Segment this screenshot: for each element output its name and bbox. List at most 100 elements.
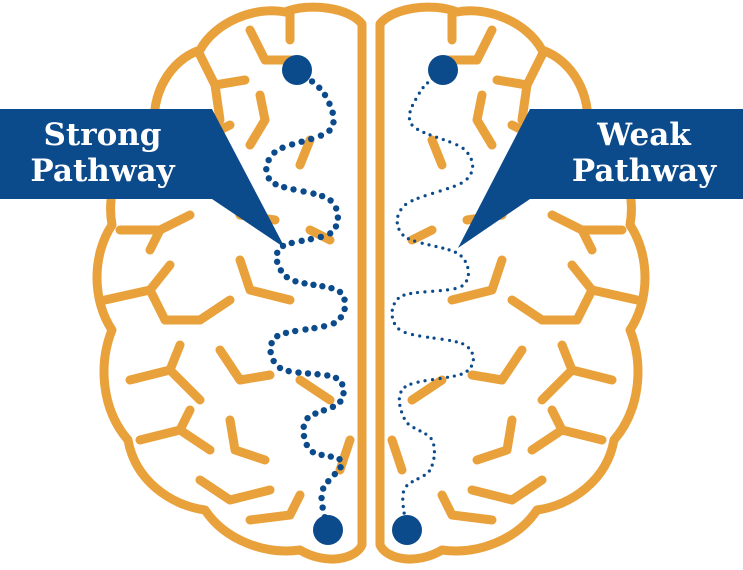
pathway-dot bbox=[303, 441, 310, 449]
pathway-dot bbox=[320, 323, 328, 330]
pathway-dot bbox=[410, 123, 414, 127]
pathway-dot bbox=[308, 78, 316, 85]
pathway-dot bbox=[417, 91, 421, 95]
pathway-dot bbox=[412, 426, 416, 430]
pathway-dot bbox=[452, 184, 456, 188]
pathway-dot bbox=[404, 202, 408, 207]
pathway-dot bbox=[395, 221, 399, 225]
weak-label-line1: Weak bbox=[597, 117, 691, 153]
pathway-dot bbox=[312, 410, 319, 417]
strong-label-line2: Pathway bbox=[30, 153, 175, 189]
strong-callout bbox=[0, 109, 285, 248]
weak-label-line2: Pathway bbox=[571, 153, 717, 189]
pathway-dot bbox=[466, 265, 470, 270]
pathway-dot bbox=[321, 91, 329, 99]
pathway-dot bbox=[410, 103, 415, 108]
pathway-dot bbox=[418, 334, 422, 338]
pathway-dot bbox=[465, 177, 469, 181]
pathway-dot bbox=[302, 326, 309, 333]
pathway-dot bbox=[300, 188, 307, 195]
pathway-dot bbox=[423, 290, 427, 294]
pathway-dot bbox=[469, 171, 473, 175]
pathway-dot bbox=[317, 233, 325, 241]
pathway-dot bbox=[283, 273, 291, 281]
pathway-dot bbox=[341, 296, 348, 303]
pathway-dot bbox=[415, 290, 420, 295]
pathway-dot bbox=[441, 246, 445, 250]
pathway-dot bbox=[432, 456, 436, 460]
pathway-dot bbox=[461, 146, 465, 150]
pathway-dot bbox=[298, 237, 305, 245]
pathway-dot bbox=[263, 165, 270, 173]
strong-pathway-label: Strong Pathway bbox=[0, 117, 205, 189]
right-hemisphere-outline bbox=[375, 2, 650, 564]
pathway-dot bbox=[285, 367, 292, 375]
pathway-dot bbox=[295, 369, 302, 376]
pathway-dot bbox=[402, 293, 406, 297]
pathway-dot bbox=[339, 381, 346, 388]
pathway-dot bbox=[316, 84, 323, 91]
pathway-dot bbox=[327, 197, 334, 204]
pathway-dot bbox=[337, 398, 344, 405]
pathway-dot bbox=[432, 450, 437, 454]
pathway-dot bbox=[325, 477, 332, 485]
pathway-dot bbox=[405, 484, 409, 488]
pathway-dot bbox=[272, 181, 279, 188]
pathway-dot bbox=[415, 127, 420, 131]
pathway-dot bbox=[336, 456, 343, 463]
pathway-dot bbox=[416, 477, 420, 481]
pathway-dot bbox=[273, 258, 281, 265]
pathway-dot bbox=[428, 133, 432, 137]
pathway-dot bbox=[320, 407, 328, 414]
pathway-dot bbox=[431, 289, 435, 293]
pathway-dot bbox=[413, 239, 417, 243]
pathway-dot bbox=[274, 332, 281, 340]
pathway-dot bbox=[332, 223, 340, 230]
pathway-dot bbox=[471, 164, 475, 168]
pathway-dot bbox=[398, 403, 402, 408]
pathway-dot bbox=[336, 288, 344, 296]
pathway-dot bbox=[397, 397, 401, 401]
pathway-dot bbox=[469, 364, 474, 368]
pathway-dot bbox=[277, 267, 285, 274]
pathway-dot bbox=[318, 494, 325, 502]
pathway-dot bbox=[440, 337, 444, 341]
pathway-dot bbox=[421, 86, 425, 90]
pathway-dot bbox=[318, 451, 325, 459]
pathway-dot bbox=[466, 346, 471, 350]
pathway-dot bbox=[410, 332, 415, 337]
pathway-dot bbox=[427, 243, 431, 247]
pathway-dot bbox=[288, 141, 296, 148]
pathway-dot bbox=[447, 248, 451, 252]
pathway-dot bbox=[445, 288, 450, 292]
pathway-dot bbox=[461, 342, 465, 346]
pathway-dot bbox=[448, 140, 452, 144]
pathway-dot bbox=[274, 249, 281, 256]
pathway-dot bbox=[406, 422, 410, 426]
pathway-dot bbox=[402, 511, 406, 515]
pathway-dot bbox=[399, 410, 404, 414]
pathway-dot bbox=[403, 385, 407, 389]
pathway-dot bbox=[410, 480, 414, 484]
left-hemisphere-outline bbox=[92, 2, 367, 564]
pathway-dot bbox=[282, 329, 290, 337]
pathway-dot bbox=[327, 453, 335, 460]
pathway-dot bbox=[430, 377, 435, 382]
pathway-dot bbox=[280, 183, 288, 191]
pathway-dot bbox=[427, 469, 431, 473]
pathway-dot bbox=[438, 189, 442, 193]
pathway-dot bbox=[292, 327, 299, 335]
pathway-dot bbox=[438, 376, 442, 381]
pathway-dot bbox=[459, 372, 463, 376]
pathway-dot bbox=[466, 151, 470, 155]
pathway-dot bbox=[401, 497, 405, 501]
pathway-dot bbox=[459, 181, 463, 185]
pathway-dot bbox=[276, 364, 284, 372]
strong-start-node bbox=[282, 55, 312, 85]
pathway-dot bbox=[432, 443, 436, 447]
pathway-dot bbox=[332, 374, 340, 382]
pathway-dot bbox=[328, 284, 335, 292]
pathway-dot bbox=[301, 280, 308, 287]
pathway-dot bbox=[319, 283, 326, 290]
pathway-dot bbox=[392, 321, 397, 326]
